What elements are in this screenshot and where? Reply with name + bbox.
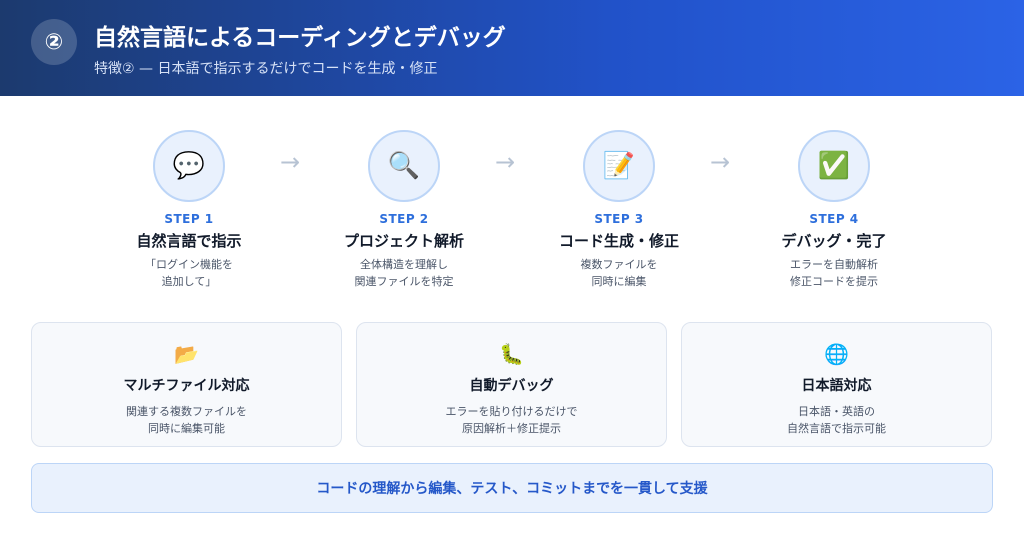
- step-4-desc-line-2: 修正コードを提示: [790, 275, 878, 288]
- step-3-desc-line-2: 同時に編集: [591, 275, 647, 288]
- folder-icon: 📂: [174, 342, 199, 366]
- feature-card-japanese: 🌐 日本語対応 日本語・英語の 自然言語で指示可能: [681, 322, 992, 447]
- step-2: 🔍 STEP 2 プロジェクト解析 全体構造を理解し 関連ファイルを特定: [319, 130, 489, 290]
- step-4-description: エラーを自動解析 修正コードを提示: [749, 256, 919, 290]
- step-3-title: コード生成・修正: [558, 232, 679, 250]
- step-4-label: STEP 4: [809, 212, 859, 226]
- step-3-description: 複数ファイルを 同時に編集: [534, 256, 704, 290]
- feature-card-auto-debug: 🐛 自動デバッグ エラーを貼り付けるだけで 原因解析＋修正提示: [356, 322, 667, 447]
- card-desc-line-1: エラーを貼り付けるだけで: [445, 405, 578, 418]
- step-3-label: STEP 3: [594, 212, 644, 226]
- step-3-desc-line-1: 複数ファイルを: [580, 258, 658, 271]
- step-1-description: 「ログイン機能を 追加して」: [104, 256, 274, 290]
- arrow-icon: →: [710, 148, 731, 176]
- step-2-label: STEP 2: [379, 212, 429, 226]
- step-2-desc-line-1: 全体構造を理解し: [360, 258, 448, 271]
- feature-number-badge: ②: [31, 19, 77, 65]
- memo-icon: 📝: [602, 151, 636, 181]
- card-desc-line-2: 同時に編集可能: [148, 422, 225, 435]
- card-description: 日本語・英語の 自然言語で指示可能: [682, 403, 991, 437]
- step-3-icon-circle: 📝: [583, 130, 655, 202]
- step-4: ✅ STEP 4 デバッグ・完了 エラーを自動解析 修正コードを提示: [749, 130, 919, 290]
- step-2-description: 全体構造を理解し 関連ファイルを特定: [319, 256, 489, 290]
- step-1: 💬 STEP 1 自然言語で指示 「ログイン機能を 追加して」: [104, 130, 274, 290]
- card-title: マルチファイル対応: [123, 378, 250, 394]
- step-2-desc-line-2: 関連ファイルを特定: [354, 275, 454, 288]
- header-banner: ② 自然言語によるコーディングとデバッグ 特徴② — 日本語で指示するだけでコー…: [0, 0, 1024, 96]
- card-title: 自動デバッグ: [469, 378, 554, 394]
- step-1-label: STEP 1: [164, 212, 214, 226]
- globe-icon: 🌐: [824, 342, 849, 366]
- card-desc-line-1: 関連する複数ファイルを: [126, 405, 247, 418]
- step-1-desc-line-1: 「ログイン機能を: [145, 258, 233, 271]
- page-title: 自然言語によるコーディングとデバッグ: [94, 25, 506, 51]
- bug-icon: 🐛: [499, 342, 524, 366]
- step-2-icon-circle: 🔍: [368, 130, 440, 202]
- magnifier-icon: 🔍: [387, 151, 421, 181]
- arrow-icon: →: [280, 148, 301, 176]
- card-desc-line-1: 日本語・英語の: [798, 405, 875, 418]
- card-desc-line-2: 原因解析＋修正提示: [462, 422, 561, 435]
- card-description: エラーを貼り付けるだけで 原因解析＋修正提示: [357, 403, 666, 437]
- speech-bubble-icon: 💬: [172, 151, 206, 181]
- step-1-title: 自然言語で指示: [136, 232, 242, 250]
- feature-card-multifile: 📂 マルチファイル対応 関連する複数ファイルを 同時に編集可能: [31, 322, 342, 447]
- card-desc-line-2: 自然言語で指示可能: [787, 422, 886, 435]
- step-2-title: プロジェクト解析: [343, 232, 464, 250]
- step-1-icon-circle: 💬: [153, 130, 225, 202]
- step-4-icon-circle: ✅: [798, 130, 870, 202]
- step-3: 📝 STEP 3 コード生成・修正 複数ファイルを 同時に編集: [534, 130, 704, 290]
- step-4-title: デバッグ・完了: [781, 232, 887, 250]
- page-subtitle: 特徴② — 日本語で指示するだけでコードを生成・修正: [94, 61, 438, 77]
- summary-banner: コードの理解から編集、テスト、コミットまでを一貫して支援: [31, 463, 993, 513]
- card-title: 日本語対応: [801, 378, 872, 394]
- arrow-icon: →: [495, 148, 516, 176]
- card-description: 関連する複数ファイルを 同時に編集可能: [32, 403, 341, 437]
- step-1-desc-line-2: 追加して」: [161, 275, 217, 288]
- check-mark-icon: ✅: [817, 151, 851, 181]
- step-4-desc-line-1: エラーを自動解析: [790, 258, 878, 271]
